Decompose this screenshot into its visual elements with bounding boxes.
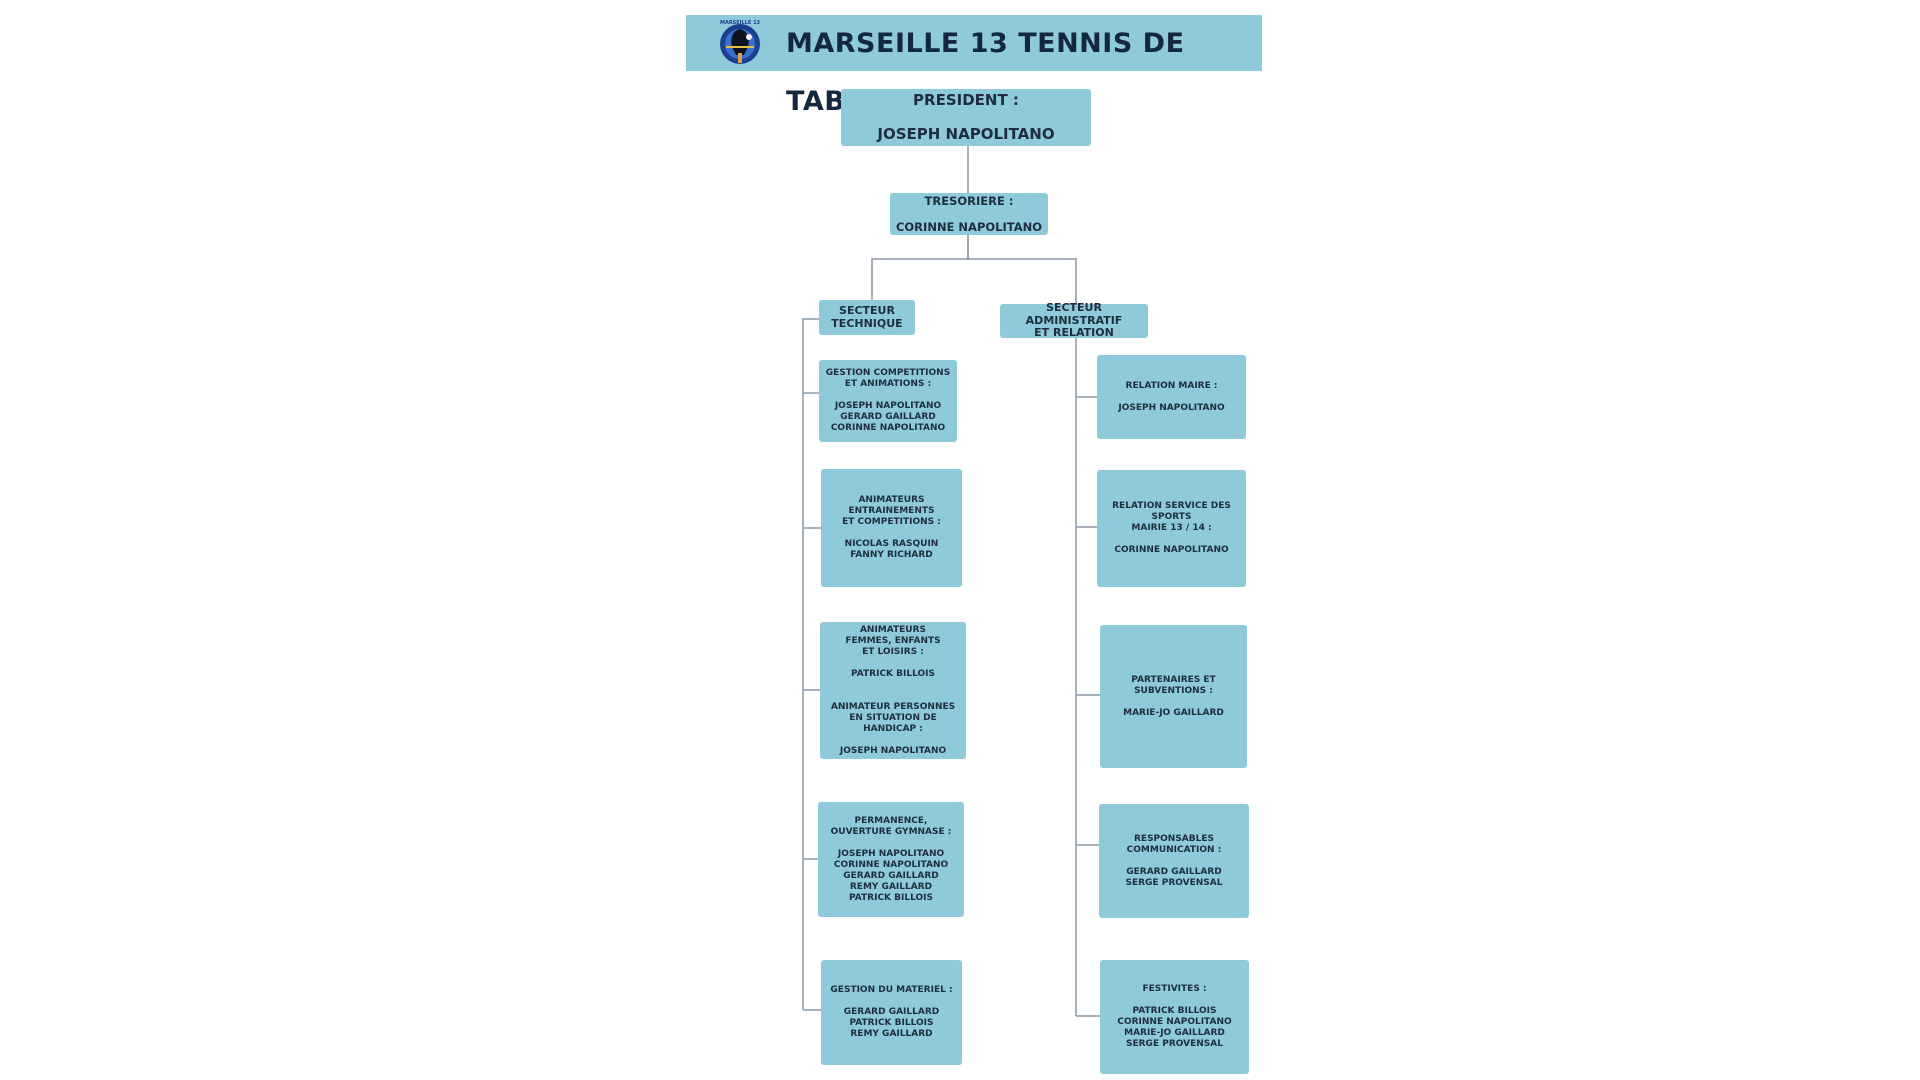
admin-item-text: RELATION SERVICE DES SPORTS MAIRIE 13 / … bbox=[1112, 501, 1231, 555]
technique-item-text: ANIMATEURS FEMMES, ENFANTS ET LOISIRS : … bbox=[830, 624, 956, 756]
tresoriere-text: TRESORIERE : CORINNE NAPOLITANO bbox=[895, 193, 1043, 234]
connector-technique-spine bbox=[802, 318, 819, 1010]
secteur-technique-box: SECTEUR TECHNIQUE bbox=[819, 300, 915, 335]
secteur-admin-title: SECTEUR ADMINISTRATIF ET RELATION bbox=[1025, 301, 1123, 340]
technique-item-text: PERMANENCE, OUVERTURE GYMNASE : JOSEPH N… bbox=[830, 815, 952, 903]
admin-item-text: FESTIVITES : PATRICK BILLOIS CORINNE NAP… bbox=[1117, 984, 1232, 1049]
technique-item-permanence: PERMANENCE, OUVERTURE GYMNASE : JOSEPH N… bbox=[818, 802, 964, 917]
admin-item-partenaires: PARTENAIRES ET SUBVENTIONS : MARIE-JO GA… bbox=[1100, 625, 1247, 768]
technique-item-text: ANIMATEURS ENTRAINEMENTS ET COMPETITIONS… bbox=[842, 495, 941, 560]
admin-item-festivites: FESTIVITES : PATRICK BILLOIS CORINNE NAP… bbox=[1100, 960, 1249, 1074]
admin-item-relation-maire: RELATION MAIRE : JOSEPH NAPOLITANO bbox=[1097, 355, 1246, 439]
club-logo: MARSEILLE 13 bbox=[720, 20, 761, 64]
admin-item-text: RELATION MAIRE : JOSEPH NAPOLITANO bbox=[1118, 380, 1225, 413]
admin-item-service-sports: RELATION SERVICE DES SPORTS MAIRIE 13 / … bbox=[1097, 470, 1246, 587]
svg-text:MARSEILLE 13: MARSEILLE 13 bbox=[720, 20, 761, 26]
admin-item-communication: RESPONSABLES COMMUNICATION : GERARD GAIL… bbox=[1099, 804, 1249, 918]
admin-item-text: RESPONSABLES COMMUNICATION : GERARD GAIL… bbox=[1125, 833, 1223, 888]
technique-item-entrainements: ANIMATEURS ENTRAINEMENTS ET COMPETITIONS… bbox=[821, 469, 962, 587]
president-text: PRESIDENT : JOSEPH NAPOLITANO bbox=[877, 91, 1055, 143]
technique-item-loisirs-handicap: ANIMATEURS FEMMES, ENFANTS ET LOISIRS : … bbox=[820, 622, 966, 759]
technique-item-materiel: GESTION DU MATERIEL : GERARD GAILLARD PA… bbox=[821, 960, 962, 1065]
secteur-admin-box: SECTEUR ADMINISTRATIF ET RELATION bbox=[1000, 301, 1148, 340]
connector-tresoriere-admin bbox=[967, 235, 1077, 304]
president-box: PRESIDENT : JOSEPH NAPOLITANO bbox=[841, 89, 1091, 146]
technique-item-competitions: GESTION COMPETITIONS ET ANIMATIONS : JOS… bbox=[819, 360, 957, 442]
connector-tresoriere-technique bbox=[871, 235, 969, 300]
admin-item-text: PARTENAIRES ET SUBVENTIONS : MARIE-JO GA… bbox=[1123, 674, 1224, 718]
technique-item-text: GESTION DU MATERIEL : GERARD GAILLARD PA… bbox=[830, 985, 953, 1039]
header-banner: MARSEILLE 13 MARSEILLE 13 TENNIS DE TABL… bbox=[686, 15, 1262, 117]
secteur-technique-title: SECTEUR TECHNIQUE bbox=[831, 304, 903, 330]
tresoriere-box: TRESORIERE : CORINNE NAPOLITANO bbox=[890, 193, 1048, 235]
technique-item-text: GESTION COMPETITIONS ET ANIMATIONS : JOS… bbox=[825, 368, 951, 433]
